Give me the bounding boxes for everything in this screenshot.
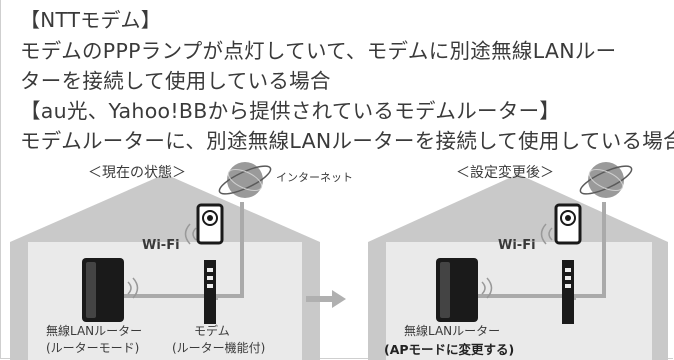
arrow-right-icon: [306, 290, 346, 308]
right-state-title: ＜設定変更後＞: [456, 165, 554, 181]
camera-icon: [196, 203, 224, 245]
text-modem-router-condition: モデムルーターに、別途無線LANルーターを接続して使用している場合: [20, 129, 674, 153]
modem-icon: [204, 260, 216, 324]
house-right-interior: [386, 242, 652, 360]
text-ntt-condition-1: モデムのPPPランプが点灯していて、モデムに別途無線LANルー: [20, 39, 617, 63]
right-wifi-label: Wi-Fi: [498, 238, 536, 253]
left-router-label: 無線LANルーター: [46, 324, 143, 338]
network-diagram: ＜現在の状態＞ インターネット Wi-Fi 無線LANルーター (ルーターモード…: [0, 150, 674, 360]
wifi-waves-icon: [540, 223, 553, 245]
wifi-waves-icon: [127, 277, 139, 299]
router-icon: [82, 258, 124, 322]
globe-icon: [218, 162, 272, 198]
camera-icon: [554, 203, 582, 245]
left-state-title: ＜現在の状態＞: [88, 165, 186, 181]
router-icon: [562, 260, 574, 324]
house-left-interior: [28, 242, 302, 360]
wifi-waves-icon: [184, 223, 197, 245]
internet-label: インターネット: [276, 171, 353, 184]
right-router-label: 無線LANルーター: [404, 324, 501, 338]
wifi-waves-icon: [481, 277, 493, 299]
right-router-mode: (APモードに変更する): [384, 342, 515, 357]
left-router-mode: (ルーターモード): [46, 341, 140, 355]
left-wifi-label: Wi-Fi: [142, 238, 180, 253]
router-icon: [436, 258, 478, 322]
text-ntt-condition-2: ターを接続して使用している場合: [20, 69, 331, 93]
diagram-graphics: [10, 162, 668, 360]
globe-icon: [579, 162, 633, 198]
left-modem-label: モデム: [194, 324, 230, 338]
left-modem-mode: (ルーター機能付): [172, 341, 266, 355]
heading-modem-router: 【au光、Yahoo!BBから提供されているモデムルーター】: [20, 99, 561, 123]
heading-ntt-modem: 【NTTモデム】: [20, 8, 162, 32]
